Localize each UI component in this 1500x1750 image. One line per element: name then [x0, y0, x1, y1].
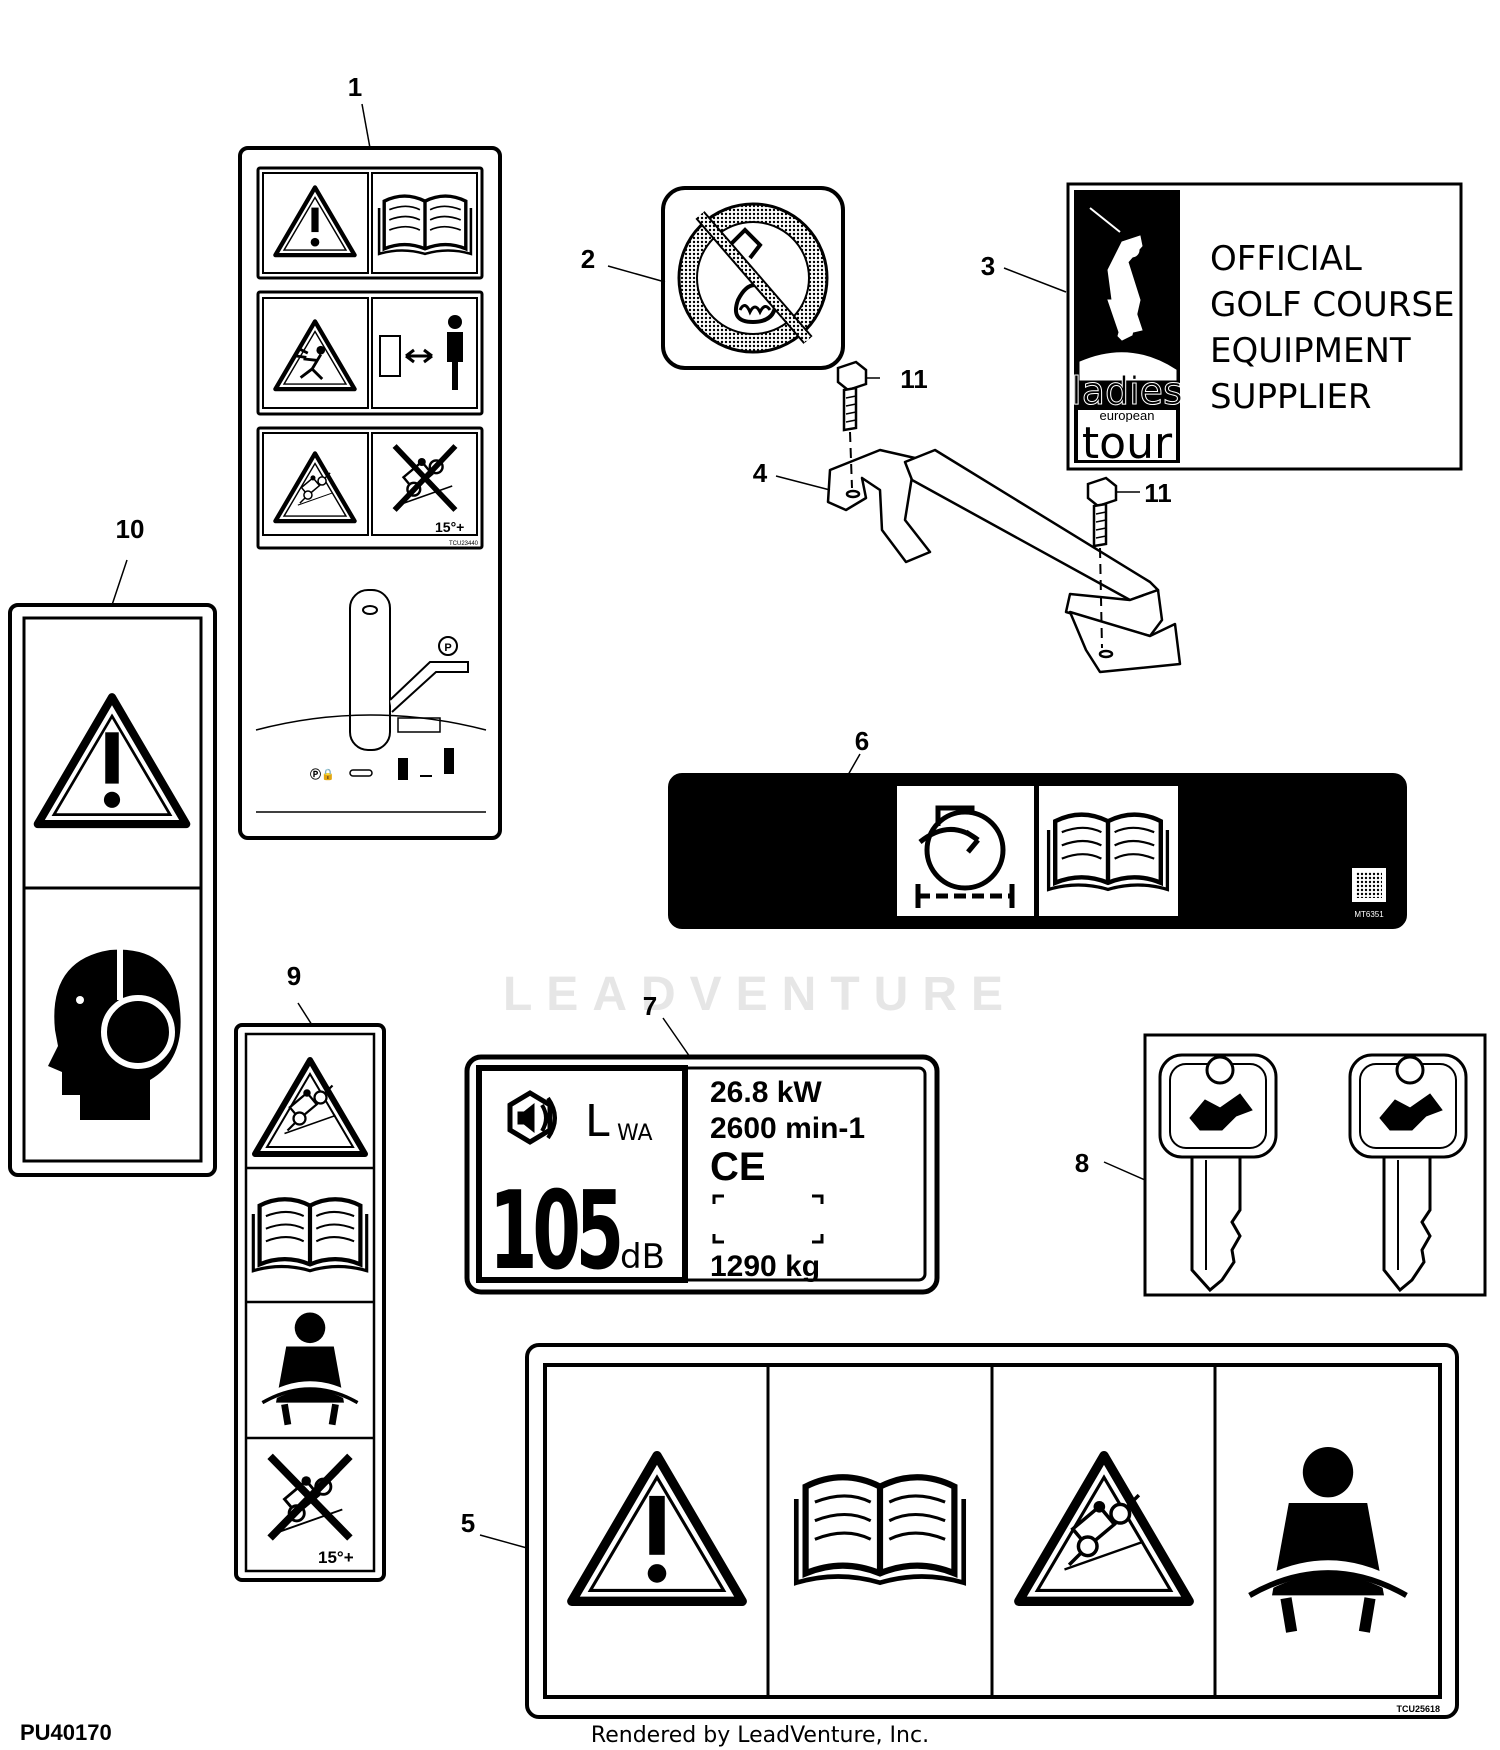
label-3-ladies-european-tour: ladies european tour OFFICIAL GOLF COURS…	[1066, 182, 1463, 471]
safe-distance-icon	[379, 315, 463, 390]
thrown-object-warning-icon	[275, 321, 354, 389]
bolt-11-top-icon	[836, 360, 868, 489]
label-7-noise-rating: L WA 105 dB 26.8 kW 2600 min-1 CE 1290 k…	[464, 1054, 940, 1295]
key-icon	[1348, 1053, 1468, 1293]
callouts	[111, 103, 1146, 1549]
lwa-prefix: L	[585, 1096, 610, 1147]
figure-id: PU40170	[20, 1720, 112, 1745]
sound-power-icon	[507, 1090, 557, 1145]
callout-6: 6	[855, 726, 869, 756]
part-8-keys	[1143, 1033, 1487, 1297]
part-code: TCU23440	[449, 541, 479, 547]
warning-icon	[275, 187, 354, 255]
year-field-corners	[712, 1194, 824, 1244]
part-4-bracket	[826, 448, 1182, 674]
parking-brake-panel: P Ⓟ🔒	[255, 589, 487, 813]
label-10	[8, 603, 217, 1177]
part-code: TCU25618	[1396, 1704, 1440, 1714]
callout-2: 2	[581, 244, 595, 274]
slope-limit-text: 15°+	[318, 1548, 354, 1567]
label-1: 15°+ TCU23440 P Ⓟ🔒	[238, 146, 502, 840]
logo-word-european: european	[1100, 408, 1155, 423]
callout-9: 9	[287, 961, 301, 991]
hearing-protection-icon	[48, 926, 181, 1120]
svg-text:Ⓟ🔒: Ⓟ🔒	[310, 767, 335, 781]
no-slope-over-15-icon	[267, 1453, 353, 1541]
callout-11-bottom: 11	[1144, 478, 1172, 508]
callout-1: 1	[348, 72, 362, 102]
power-rating: 26.8 kW	[710, 1076, 822, 1109]
label-3-line-1: OFFICIAL	[1210, 239, 1362, 279]
callout-4: 4	[753, 458, 768, 488]
callout-8: 8	[1075, 1148, 1089, 1178]
callout-11-top: 11	[900, 364, 928, 394]
callout-3: 3	[981, 251, 995, 281]
watermark: LEADVENTURE	[503, 968, 1017, 1021]
slope-limit-text: 15°+	[435, 519, 464, 535]
ce-mark: CE	[710, 1145, 766, 1189]
svg-text:P: P	[444, 642, 451, 654]
manual-book-icon	[796, 1477, 963, 1582]
label-5: TCU25618	[525, 1343, 1459, 1719]
callout-5: 5	[461, 1508, 475, 1538]
operating-mass: 1290 kg	[710, 1250, 820, 1283]
no-slope-over-15-icon	[392, 444, 458, 512]
callout-7: 7	[643, 991, 657, 1021]
label-2-no-hydraulic-icon	[661, 186, 845, 370]
label-3-line-3: EQUIPMENT	[1210, 331, 1411, 371]
logo-word-tour: tour	[1082, 418, 1173, 469]
label-9: 15°+	[234, 1023, 386, 1582]
bolt-11-bottom-icon	[1086, 476, 1118, 649]
label-3-line-2: GOLF COURSE	[1210, 285, 1455, 325]
sound-level-unit: dB	[620, 1237, 665, 1277]
logo-word-ladies: ladies	[1071, 369, 1183, 413]
callout-10: 10	[116, 514, 145, 544]
key-icon	[1158, 1053, 1278, 1293]
lwa-subscript: WA	[617, 1121, 653, 1146]
manual-book-icon	[377, 194, 473, 256]
golfer-logo-icon	[1079, 207, 1177, 381]
manual-book-icon	[253, 1199, 366, 1270]
manual-book-icon	[1049, 815, 1168, 890]
part-code: MT6351	[1354, 910, 1384, 919]
label-3-line-4: SUPPLIER	[1210, 377, 1372, 417]
sound-level-value: 105	[489, 1169, 620, 1294]
hydraulic-pump-icon	[915, 805, 1015, 908]
engine-speed: 2600 min-1	[710, 1112, 865, 1145]
rendered-by-credit: Rendered by LeadVenture, Inc.	[591, 1723, 929, 1748]
warning-icon	[38, 697, 187, 824]
label-6: MT6351	[668, 773, 1407, 929]
warning-icon	[572, 1456, 743, 1602]
